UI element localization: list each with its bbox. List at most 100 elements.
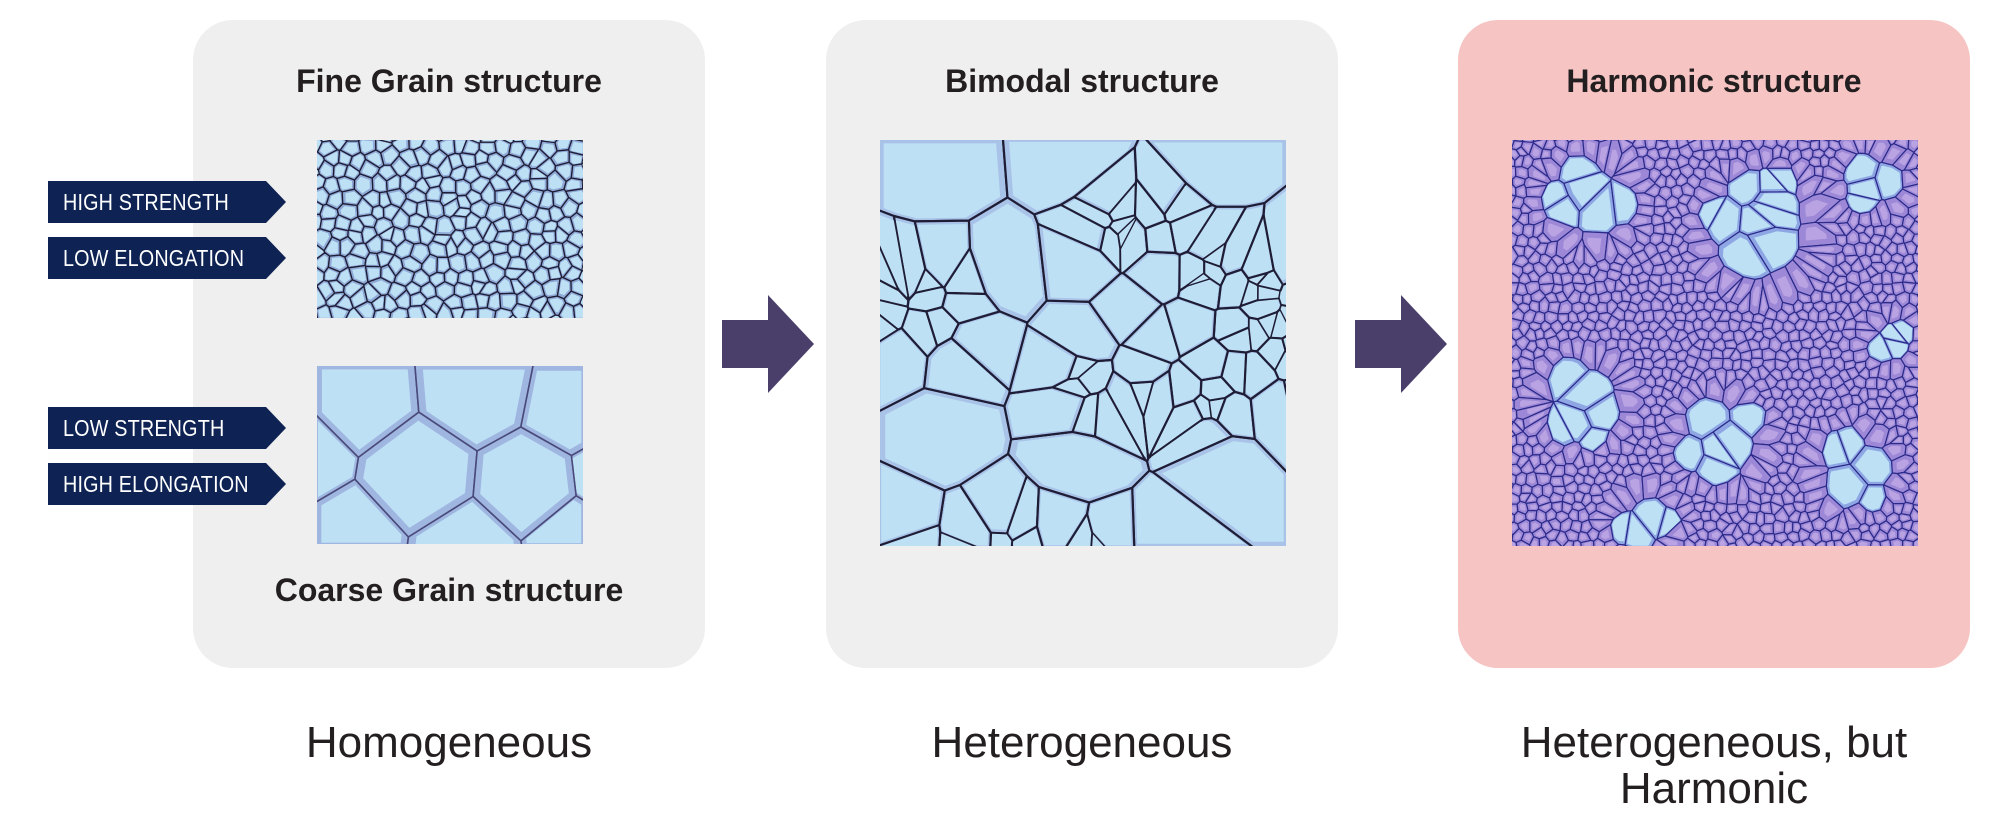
grain-core [441, 140, 453, 154]
grain-core [1586, 477, 1593, 484]
grain-core [505, 140, 513, 143]
grain-core [415, 501, 514, 544]
grain-core [420, 228, 433, 243]
grain-core [1718, 521, 1726, 529]
grain-core [520, 271, 533, 286]
grain-core [1820, 312, 1827, 320]
grain-core [1664, 456, 1672, 465]
grain-core [1654, 387, 1662, 395]
grain-core [1621, 140, 1630, 149]
grain-core [1512, 476, 1515, 482]
grain-core [1882, 523, 1890, 531]
grain-core [1616, 424, 1629, 437]
grain-core [1907, 244, 1915, 253]
grain-core [1547, 294, 1555, 301]
grain-core [319, 282, 332, 298]
grain-core [1512, 218, 1516, 225]
grain-core [1136, 140, 1183, 210]
grain-core [1790, 332, 1797, 340]
grain-core [1772, 504, 1780, 512]
grain-core [1867, 514, 1873, 523]
grain-core [1512, 466, 1520, 474]
grain-core [1800, 531, 1808, 539]
grain-core [1108, 375, 1147, 458]
right-arrow-icon [722, 295, 814, 393]
grain-core [1512, 455, 1517, 463]
grain-core [1591, 267, 1597, 275]
grain-core [1679, 263, 1686, 271]
grain-core [397, 293, 409, 308]
grain-core [1860, 390, 1867, 399]
grain-core [1893, 437, 1902, 442]
grain-core [1618, 370, 1636, 382]
grain-core [1672, 219, 1680, 227]
grain-core [1516, 514, 1524, 522]
grain-core [1627, 514, 1652, 546]
grain-core [1512, 372, 1518, 378]
grain-core [1569, 265, 1577, 273]
grain-core [1636, 361, 1642, 367]
grain-core [1662, 434, 1678, 444]
grain-core [883, 143, 1001, 219]
grain-core [541, 192, 552, 207]
grain-core [1264, 190, 1286, 281]
grain-core [1812, 293, 1820, 301]
grain-core [1797, 321, 1804, 329]
grain-core [1789, 446, 1795, 452]
grain-core [318, 306, 331, 318]
grain-core [1690, 177, 1698, 186]
grain-core [1917, 391, 1918, 396]
grain-core [1794, 542, 1802, 546]
grain-core [1089, 491, 1132, 546]
grain-core [1622, 332, 1629, 338]
grain-core [1635, 351, 1642, 359]
grain-core [1619, 341, 1626, 349]
grain-core [418, 203, 427, 216]
grain-core [528, 219, 542, 233]
grain-core [1620, 150, 1634, 166]
grain-core [1127, 254, 1179, 302]
grain-core [1684, 283, 1691, 291]
grain-core [321, 369, 412, 450]
grain-core [1734, 361, 1740, 369]
caption-harmonic: Heterogeneous, but Harmonic [1520, 718, 1908, 813]
grain-core [1529, 504, 1537, 510]
grain-core [1895, 506, 1902, 513]
grain-core [1575, 503, 1583, 509]
grain-core [1763, 495, 1770, 502]
grain-core [1521, 359, 1531, 367]
grain-core [1800, 351, 1807, 359]
grain-core [1898, 227, 1906, 234]
grain-core [928, 308, 958, 344]
grain-core [1556, 487, 1564, 494]
grain-core [1684, 304, 1691, 312]
grain-core [1613, 293, 1620, 301]
grain-core [317, 154, 323, 168]
grain-core [1846, 362, 1854, 368]
grain-core [1570, 332, 1576, 338]
grain-core [1766, 283, 1778, 305]
coarse-grain-micrograph [317, 366, 583, 544]
grain-core [1522, 370, 1532, 377]
grain-core [374, 176, 386, 191]
grain-core [1648, 448, 1655, 456]
grain-core [358, 304, 373, 318]
grain-core [1762, 150, 1770, 164]
grain-core [1908, 315, 1918, 325]
grain-core [1789, 351, 1796, 358]
grain-core [1821, 141, 1827, 149]
grain-core [1587, 237, 1602, 255]
grain-core [1641, 370, 1649, 377]
grain-core [409, 307, 423, 318]
grain-core [1530, 379, 1548, 396]
grain-core [465, 168, 479, 181]
grain-core [1910, 430, 1918, 437]
grain-core [1848, 256, 1857, 263]
grain-core [1698, 361, 1707, 370]
grain-core [551, 315, 560, 318]
grain-core [317, 216, 321, 229]
grain-core [963, 458, 1024, 530]
grain-core [1904, 256, 1912, 264]
grain-core [1547, 463, 1554, 473]
grain-core [1091, 533, 1104, 546]
